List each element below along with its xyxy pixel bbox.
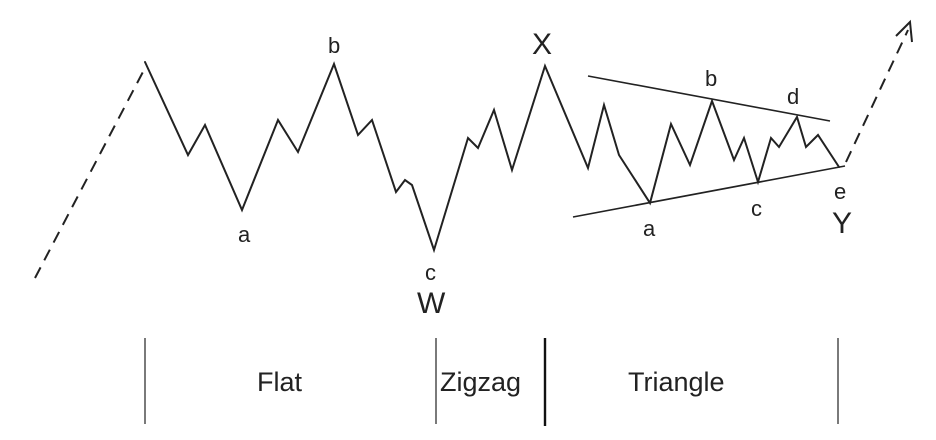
outgoing-dashed-line [845, 29, 909, 163]
section-label-flat: Flat [257, 367, 303, 397]
label-x: X [532, 28, 552, 61]
label-triangle-b: b [705, 66, 717, 91]
label-flat-a: a [238, 222, 251, 247]
wave-path [144, 61, 840, 254]
label-triangle-d: d [787, 84, 799, 109]
section-label-triangle: Triangle [628, 367, 725, 397]
label-flat-b: b [328, 33, 340, 58]
label-triangle-e: e [834, 179, 846, 204]
triangle-lower-trendline [572, 165, 846, 218]
label-y: Y [832, 207, 852, 240]
label-triangle-c: c [751, 196, 762, 221]
incoming-dashed-line [34, 67, 146, 279]
label-w: W [417, 287, 446, 320]
label-flat-c: c [425, 260, 436, 285]
triangle-upper-trendline [587, 75, 831, 122]
section-label-zigzag: Zigzag [440, 367, 521, 397]
arrow-up-right-icon [895, 19, 913, 43]
label-triangle-a: a [643, 216, 656, 241]
